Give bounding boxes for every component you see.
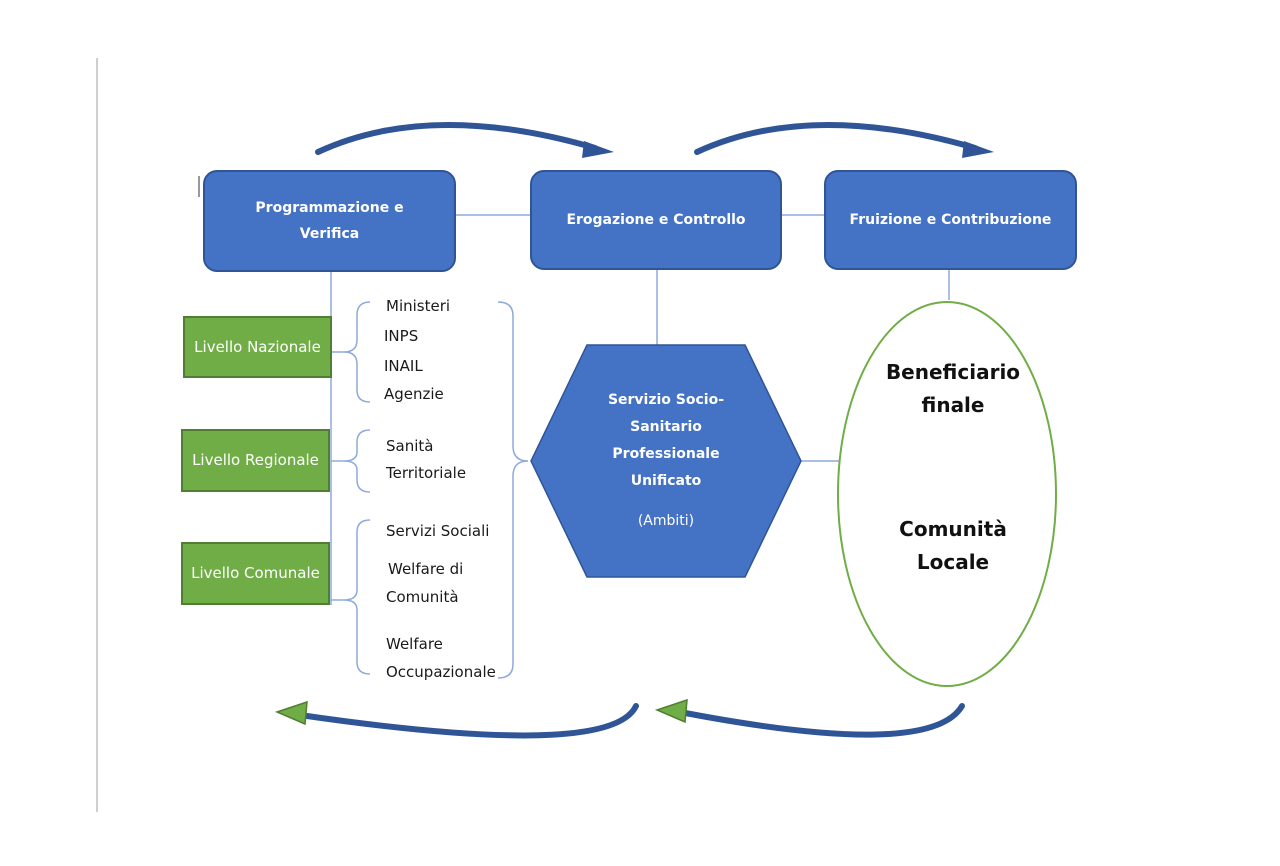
level-regionale: Livello Regionale: [181, 429, 330, 492]
box-programmazione: Programmazione e Verifica: [203, 170, 456, 272]
level-comunale-label: Livello Comunale: [191, 564, 320, 582]
item-inps: INPS: [384, 327, 419, 345]
brace-communal: [343, 519, 371, 675]
item-servizi-sociali: Servizi Sociali: [386, 522, 490, 540]
arrow-top-left-head: [582, 141, 614, 158]
item-occupazionale: Occupazionale: [386, 663, 496, 681]
item-agenzie: Agenzie: [384, 385, 444, 403]
box-erogazione: Erogazione e Controllo: [530, 170, 782, 270]
arrow-bottom-right-head: [654, 698, 688, 724]
item-welfare-di: Welfare di: [388, 560, 464, 578]
arrow-top-left-curve: [315, 122, 598, 155]
brace-national: [343, 301, 371, 403]
arrow-top-right-head: [962, 141, 994, 158]
brace-all-items: [497, 301, 529, 679]
item-ministeri: Ministeri: [386, 297, 451, 315]
level-nazionale: Livello Nazionale: [183, 316, 332, 378]
item-comunita: Comunità: [386, 588, 459, 606]
box-erogazione-label: Erogazione e Controllo: [566, 212, 746, 228]
arrow-bottom-right-curve: [677, 703, 965, 738]
arrow-bottom-left-curve: [297, 703, 639, 739]
item-sanita: Sanità: [386, 437, 434, 455]
level-regionale-label: Livello Regionale: [192, 451, 319, 469]
hexagon-title: Servizio Socio-Sanitario Professionale U…: [607, 392, 725, 489]
ellipse-shape: [837, 301, 1057, 687]
item-territoriale: Territoriale: [386, 464, 467, 482]
box-fruizione: Fruizione e Contribuzione: [824, 170, 1077, 270]
item-welfare: Welfare: [386, 635, 443, 653]
level-comunale: Livello Comunale: [181, 542, 330, 605]
ellipse-beneficiario: Beneficiario finale: [885, 360, 1021, 417]
arrow-top-right-curve: [694, 122, 978, 155]
brace-regional: [343, 429, 371, 493]
arrow-bottom-left-head: [274, 700, 308, 726]
hexagon-subtitle: (Ambiti): [637, 513, 695, 529]
box-fruizione-label: Fruizione e Contribuzione: [849, 212, 1052, 228]
level-nazionale-label: Livello Nazionale: [194, 337, 321, 356]
ellipse-comunita-locale: Comunità Locale: [899, 517, 1007, 574]
item-inail: INAIL: [384, 357, 423, 375]
hexagon-shape: [530, 344, 802, 578]
box-programmazione-label: Programmazione e Verifica: [255, 200, 404, 242]
